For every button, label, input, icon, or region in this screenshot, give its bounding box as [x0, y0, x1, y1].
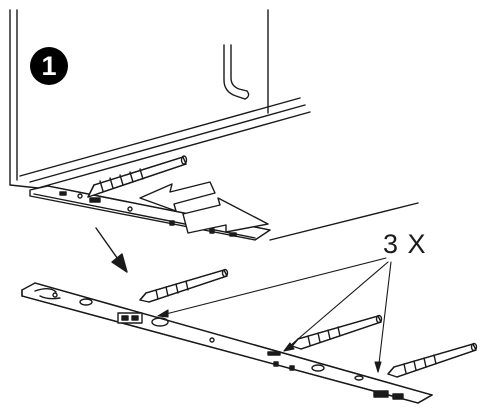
arrow-icon: [139, 181, 269, 234]
quantity-label: 3 X: [383, 229, 427, 259]
cabinet-corner: [9, 9, 419, 241]
wall-hook: [223, 44, 250, 100]
arrow-icon: [95, 227, 128, 273]
screw-icon: [387, 342, 478, 378]
leader-lines: [157, 257, 392, 373]
locking-strip: [21, 282, 433, 404]
step-number-badge: 1: [30, 47, 68, 85]
screw-icon: [139, 268, 229, 303]
screw-icon: [87, 155, 188, 198]
